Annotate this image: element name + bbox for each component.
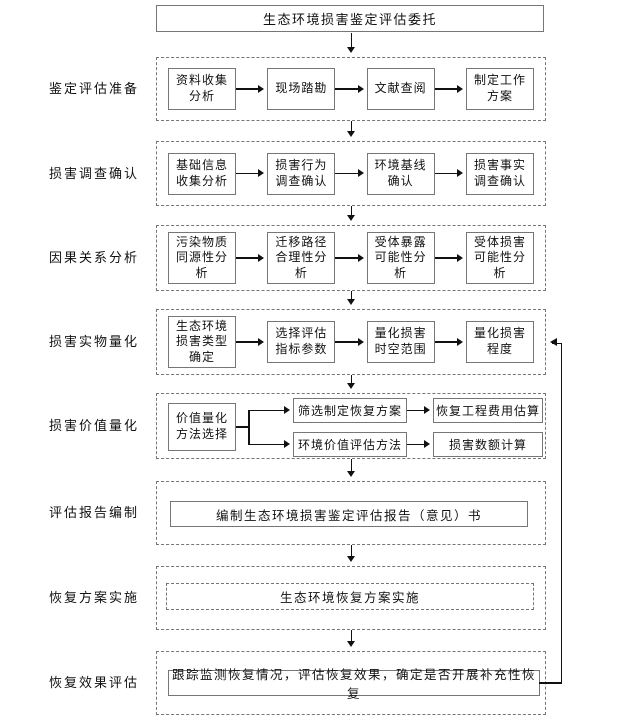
arrow-right-icon [434, 253, 466, 263]
arrow-right-icon [335, 337, 366, 347]
stage-container-restoration-evaluation: 跟踪监测恢复情况，评估恢复效果，确定是否开展补充性恢复 [156, 651, 546, 715]
stage-label-restoration-implementation: 恢复方案实施 [48, 590, 139, 605]
stage-label-value-quantification: 损害价值量化 [48, 418, 139, 433]
process-box: 量化损害 时空范围 [366, 321, 435, 363]
process-box: 污染物质 同源性分 析 [168, 231, 236, 285]
stage-container-restoration-implementation: 生态环境恢复方案实施 [156, 566, 546, 630]
arrow-right-icon [407, 440, 433, 449]
arrow-down-icon [347, 33, 356, 57]
process-box: 损害数额计算 [433, 432, 543, 457]
process-box: 基础信息 收集分析 [168, 152, 236, 195]
arrow-down-icon [347, 630, 356, 651]
arrow-right-icon [335, 169, 366, 178]
arrow-right-icon [335, 84, 366, 94]
stage-label-causation-analysis: 因果关系分析 [48, 250, 139, 265]
stage-label-assessment-preparation: 鉴定评估准备 [48, 81, 139, 96]
process-box: 受体暴露 可能性分 析 [366, 231, 435, 285]
arrow-right-icon [248, 440, 293, 449]
arrow-down-icon [347, 545, 356, 566]
process-box: 价值量化 方法选择 [168, 403, 236, 451]
process-box: 选择评估 指标参数 [267, 321, 336, 363]
process-box: 生态环境恢复方案实施 [166, 583, 534, 610]
arrow-right-icon [434, 169, 466, 178]
process-box: 环境基线 确认 [366, 152, 435, 195]
stage-label-damage-investigation: 损害调查确认 [48, 166, 139, 181]
feedback-line [560, 343, 562, 683]
process-box: 筛选制定恢复方案 [293, 398, 407, 423]
arrow-down-icon [347, 121, 356, 141]
process-box: 编制生态环境损害鉴定评估报告（意见）书 [170, 501, 528, 527]
process-box: 制定工作 方案 [465, 68, 534, 110]
process-box: 量化损害 程度 [465, 321, 534, 363]
stage-label-restoration-evaluation: 恢复效果评估 [48, 675, 139, 690]
stage-container-causation-analysis: 污染物质 同源性分 析 迁移路径 合理性分 析 受体暴露 可能性分 析 受体损害… [156, 225, 546, 291]
arrow-right-icon [236, 84, 267, 94]
arrow-right-icon [236, 169, 267, 178]
branch-line [236, 426, 249, 428]
stage-container-report-compilation: 编制生态环境损害鉴定评估报告（意见）书 [156, 481, 546, 545]
arrow-right-icon [236, 253, 267, 263]
arrow-down-icon [347, 291, 356, 309]
arrow-right-icon [248, 406, 293, 415]
process-box: 受体损害 可能性分 析 [465, 231, 534, 285]
stage-label-report-compilation: 评估报告编制 [48, 505, 139, 520]
process-box: 生态环境 损害类型 确定 [168, 315, 236, 369]
branch-line [248, 410, 250, 445]
process-box: 恢复工程费用估算 [433, 398, 543, 423]
stage-container-physical-quantification: 生态环境 损害类型 确定 选择评估 指标参数 量化损害 时空范围 量化损害 程度 [156, 309, 546, 375]
arrow-right-icon [407, 406, 433, 415]
process-box: 资料收集 分析 [168, 68, 236, 110]
arrow-left-icon [546, 338, 557, 346]
arrow-down-icon [347, 375, 356, 393]
stage-label-physical-quantification: 损害实物量化 [48, 334, 139, 349]
feedback-line [539, 682, 562, 684]
process-box: 文献查阅 [366, 68, 435, 110]
stage-container-assessment-preparation: 资料收集 分析 现场踏勘 文献查阅 制定工作 方案 [156, 57, 546, 121]
arrow-right-icon [434, 337, 466, 347]
commission-box: 生态环境损害鉴定评估委托 [156, 5, 544, 32]
process-box: 迁移路径 合理性分 析 [267, 231, 336, 285]
arrow-down-icon [347, 206, 356, 225]
process-box: 损害行为 调查确认 [267, 152, 336, 195]
commission-box-label: 生态环境损害鉴定评估委托 [262, 12, 437, 27]
process-box: 现场踏勘 [267, 68, 336, 110]
arrow-right-icon [236, 337, 267, 347]
stage-container-damage-investigation: 基础信息 收集分析 损害行为 调查确认 环境基线 确认 损害事实 调查确认 [156, 141, 546, 206]
process-box: 环境价值评估方法 [293, 432, 407, 457]
arrow-right-icon [335, 253, 366, 263]
stage-container-value-quantification: 价值量化 方法选择 筛选制定恢复方案 环境价值评估方法 恢复工程费用估算 损害数… [156, 393, 546, 459]
arrow-down-icon [347, 459, 356, 481]
process-box: 跟踪监测恢复情况，评估恢复效果，确定是否开展补充性恢复 [168, 668, 540, 701]
arrow-right-icon [434, 84, 466, 94]
process-box: 损害事实 调查确认 [465, 152, 534, 195]
